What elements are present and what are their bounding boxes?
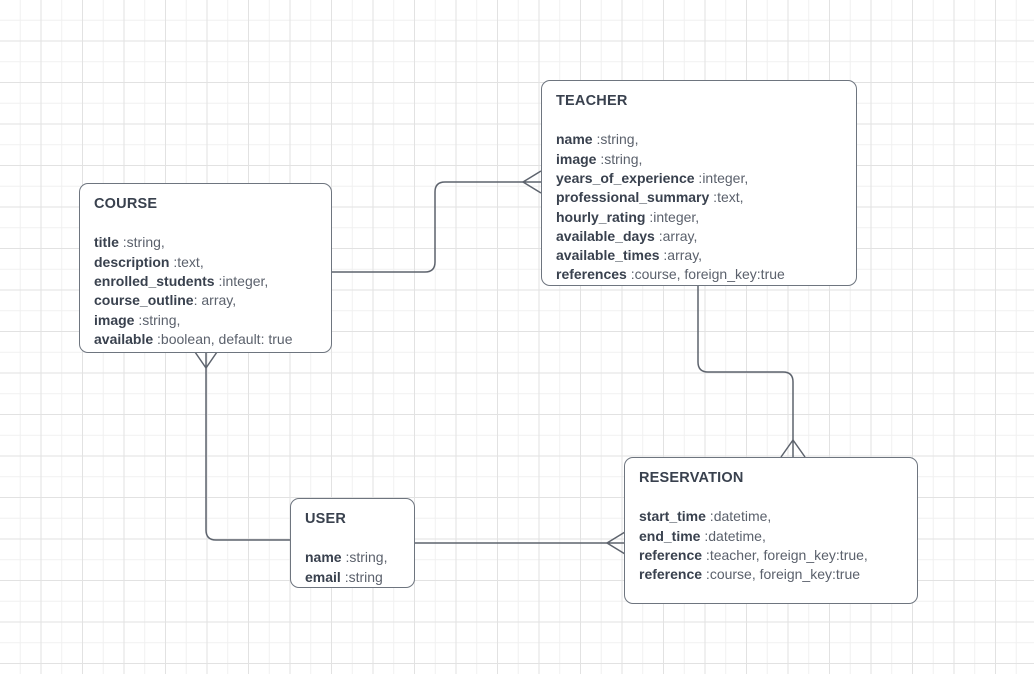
crowsfoot-reservation-top [780, 439, 806, 458]
field-name: image [94, 311, 135, 328]
field-value: :course, foreign_key:true [702, 566, 861, 583]
field-name: available_days [556, 227, 655, 244]
field-value: :integer, [645, 208, 700, 225]
crowsfoot-teacher-left [522, 170, 542, 194]
field-name: start_time [639, 508, 706, 525]
field-name: end_time [639, 527, 701, 544]
entity-course-title: COURSE [94, 196, 158, 212]
field-value: :array, [654, 227, 698, 244]
field-row: end_time :datetime, [639, 527, 904, 546]
field-value: :array, [659, 247, 703, 264]
field-row: professional_summary :text, [556, 188, 843, 207]
edge-course-teacher [331, 181, 523, 273]
field-row: reference :teacher, foreign_key:true, [639, 546, 904, 565]
crowsfoot-course-bottom [194, 351, 218, 369]
field-value: :string, [341, 549, 388, 566]
entity-course[interactable]: COURSE title :string, description :text,… [79, 183, 332, 353]
field-value: :datetime, [705, 508, 772, 525]
field-value: :text, [169, 253, 204, 270]
entity-teacher-title: TEACHER [556, 93, 628, 109]
field-row: available_days :array, [556, 227, 843, 246]
field-row: available_times :array, [556, 246, 843, 265]
field-value: :integer, [694, 169, 749, 186]
field-name: name [305, 549, 342, 566]
field-name: enrolled_students [94, 272, 215, 289]
field-name: email [305, 568, 341, 585]
field-name: name [556, 131, 593, 148]
field-name: title [94, 234, 119, 251]
field-value: :text, [709, 189, 744, 206]
field-row: reference :course, foreign_key:true [639, 565, 904, 584]
field-row: references :course, foreign_key:true [556, 265, 843, 284]
field-name: course_outline [94, 292, 194, 309]
field-name: reference [639, 546, 703, 563]
field-name: reference [639, 566, 703, 583]
field-row: hourly_rating :integer, [556, 208, 843, 227]
field-value: :boolean, default: true [153, 330, 293, 347]
field-row: name :string, [305, 548, 401, 567]
entity-reservation[interactable]: RESERVATION start_time :datetime, end_ti… [624, 457, 918, 604]
entity-reservation-title: RESERVATION [639, 470, 744, 486]
field-name: hourly_rating [556, 208, 646, 225]
field-row: email :string [305, 568, 401, 587]
entity-user-title: USER [305, 511, 347, 527]
field-value: :teacher, foreign_key:true, [702, 546, 868, 563]
entity-reservation-fields: start_time :datetime, end_time :datetime… [639, 507, 904, 584]
crowsfoot-reservation-left [606, 531, 626, 555]
field-row: name :string, [556, 130, 843, 149]
entity-course-fields: title :string, description :text, enroll… [94, 233, 318, 349]
field-row: image :string, [556, 150, 843, 169]
field-value: : array, [193, 292, 237, 309]
field-row: image :string, [94, 311, 318, 330]
field-value: :course, foreign_key:true [626, 266, 785, 283]
field-value: :string [340, 568, 383, 585]
field-name: references [556, 266, 627, 283]
field-value: :datetime, [700, 527, 766, 544]
field-name: available_times [556, 247, 660, 264]
entity-teacher[interactable]: TEACHER name :string, image :string, yea… [541, 80, 857, 286]
field-row: years_of_experience :integer, [556, 169, 843, 188]
entity-user-fields: name :string, email :string [305, 548, 401, 587]
field-name: available [94, 330, 154, 347]
field-value: :string, [134, 311, 181, 328]
field-name: professional_summary [556, 189, 710, 206]
entity-user[interactable]: USER name :string, email :string [290, 498, 415, 588]
field-row: title :string, [94, 233, 318, 252]
field-name: years_of_experience [556, 169, 695, 186]
field-row: description :text, [94, 253, 318, 272]
edge-teacher-reservation [697, 286, 794, 440]
field-row: course_outline: array, [94, 291, 318, 310]
field-row: start_time :datetime, [639, 507, 904, 526]
edge-course-user [205, 368, 290, 541]
field-value: :integer, [214, 272, 269, 289]
field-value: :string, [596, 150, 643, 167]
field-row: available :boolean, default: true [94, 330, 318, 349]
field-name: description [94, 253, 170, 270]
field-name: image [556, 150, 597, 167]
entity-teacher-fields: name :string, image :string, years_of_ex… [556, 130, 843, 284]
field-value: :string, [118, 234, 165, 251]
field-value: :string, [592, 131, 639, 148]
field-row: enrolled_students :integer, [94, 272, 318, 291]
